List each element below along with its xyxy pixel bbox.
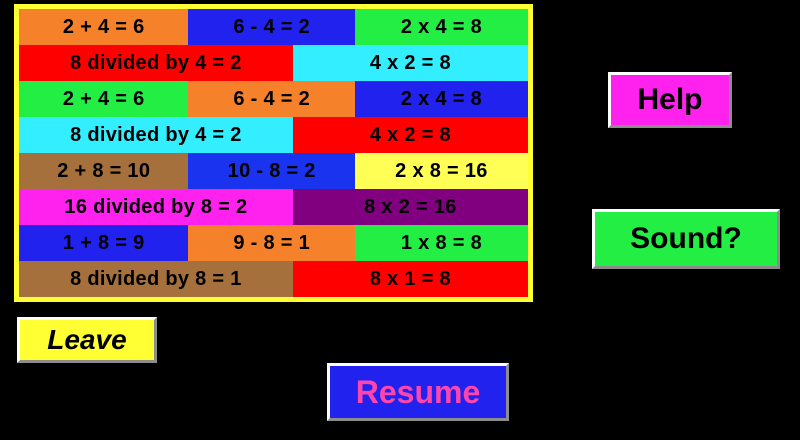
resume-button[interactable]: Resume bbox=[327, 363, 509, 421]
equation-cell[interactable]: 6 - 4 = 2 bbox=[188, 9, 355, 45]
equation-cell[interactable]: 6 - 4 = 2 bbox=[188, 81, 355, 117]
equation-cell[interactable]: 8 x 2 = 16 bbox=[292, 189, 528, 225]
leave-button-label: Leave bbox=[47, 324, 127, 355]
help-button[interactable]: Help bbox=[608, 72, 732, 128]
equation-cell[interactable]: 8 divided by 4 = 2 bbox=[19, 45, 293, 81]
equation-cell[interactable]: 2 + 8 = 10 bbox=[19, 153, 189, 189]
leave-button[interactable]: Leave bbox=[17, 317, 157, 363]
equation-cell[interactable]: 1 + 8 = 9 bbox=[19, 225, 189, 261]
equation-cell[interactable]: 2 + 4 = 6 bbox=[19, 9, 189, 45]
resume-button-label: Resume bbox=[355, 373, 481, 410]
equation-cell[interactable]: 8 divided by 8 = 1 bbox=[19, 261, 293, 297]
equation-cell[interactable]: 2 x 4 = 8 bbox=[354, 9, 528, 45]
equation-cell[interactable]: 2 x 8 = 16 bbox=[354, 153, 528, 189]
equation-cell[interactable]: 4 x 2 = 8 bbox=[292, 45, 528, 81]
equation-cell[interactable]: 10 - 8 = 2 bbox=[188, 153, 355, 189]
equation-cell[interactable]: 9 - 8 = 1 bbox=[188, 225, 355, 261]
sound-button[interactable]: Sound? bbox=[592, 209, 780, 269]
equation-cell[interactable]: 2 x 4 = 8 bbox=[354, 81, 528, 117]
equation-cell[interactable]: 4 x 2 = 8 bbox=[292, 117, 528, 153]
equation-cell[interactable]: 1 x 8 = 8 bbox=[354, 225, 528, 261]
sound-button-label: Sound? bbox=[630, 222, 742, 255]
equation-cell[interactable]: 8 divided by 4 = 2 bbox=[19, 117, 293, 153]
equation-cell[interactable]: 8 x 1 = 8 bbox=[292, 261, 528, 297]
help-button-label: Help bbox=[637, 83, 703, 116]
equation-cell[interactable]: 2 + 4 = 6 bbox=[19, 81, 189, 117]
equation-cell[interactable]: 16 divided by 8 = 2 bbox=[19, 189, 293, 225]
